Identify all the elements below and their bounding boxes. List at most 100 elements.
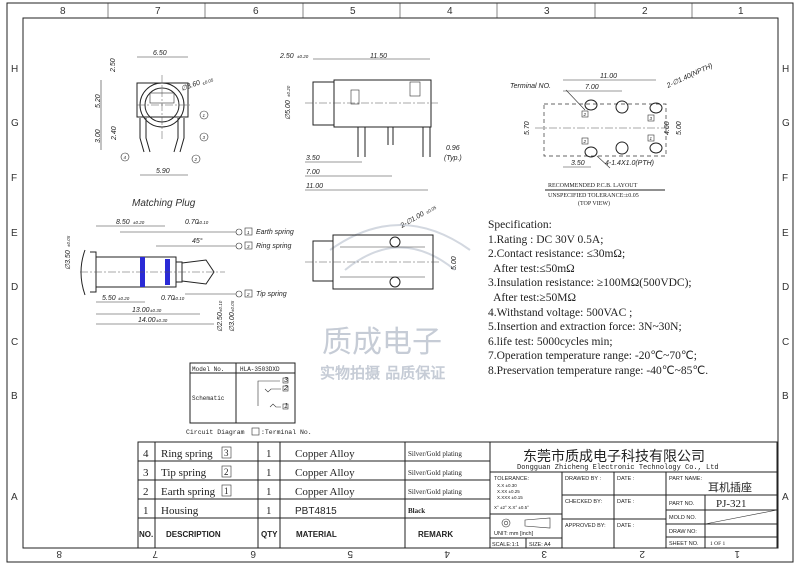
bom-row: 2 Earth spring 1 1 Copper Alloy Silver/G… [143,484,462,498]
dim-tol: ±0.10 [173,296,185,301]
plug-title: Matching Plug [132,198,196,209]
bom-remark: Black [408,507,425,515]
dim: 14.00 [138,317,156,324]
ruler-label: 1 [734,548,740,559]
terminal-no: 1 [650,136,653,141]
side-view: 2.50 ±0.20 11.50 ∅5.00 ±0.20 3.50 7.00 1… [279,53,462,191]
pcb-layout: 2 3 2 1 Terminal NO. 11.00 7.00 2-∅1.40(… [510,62,714,207]
ruler-bottom: 1 2 3 4 5 6 7 8 [56,548,740,559]
ruler-label: A [782,492,789,503]
dim: 5.50 [102,295,116,302]
dim: 13.00 [132,307,150,314]
checked-by-label: CHECKED BY: [565,499,602,505]
ruler-left: H G F E D C B A [11,64,19,503]
bottom-view: 2-∅1.00 ±0.05 5.00 [305,205,458,290]
dim: 2.40 [111,126,118,141]
dim: 11.00 [306,183,323,190]
ruler-label: 8 [56,548,62,559]
dim: 7.00 [306,169,320,176]
ruler-label: F [11,173,17,184]
ruler-label: 4 [444,548,450,559]
spec-line: 5.Insertion and extraction force: 3N~30N… [488,321,682,334]
terminal-no: 3 [284,377,288,384]
ruler-label: 1 [738,6,744,17]
ruler-label: 7 [152,548,158,559]
dim: ∅3.00 [229,312,236,332]
bom-row: 4 Ring spring 3 1 Copper Alloy Silver/Go… [143,446,462,460]
ruler-label: H [782,64,789,75]
ruler-label: E [11,228,18,239]
dim-tol: ±0.20 [286,85,291,97]
part-name-label: PART NAME: [669,476,702,482]
dim: 2.50 [110,58,117,73]
part-name: 耳机插座 [708,480,752,494]
balloon: 2 [194,157,198,162]
spec-line: 4.Withstand voltage: 500VAC ; [488,306,633,319]
dim: 3.00 [95,129,102,143]
schematic-symbol [257,380,281,408]
scale: SCALE:1:1 [492,542,519,548]
dim: ∅3.50 [65,250,72,270]
terminal-no: 2 [583,139,587,144]
tolerance: X.XXX ±0.15 [497,495,523,500]
dim: 5.00 [451,256,458,270]
ruler-label: C [782,337,789,348]
spec-title: Specification: [488,219,552,231]
spec-line: After test:≤50mΩ [488,262,575,275]
ruler-label: 7 [155,6,161,17]
ruler-label: 6 [253,6,259,17]
header-description: DESCRIPTION [166,530,221,539]
dim-tol: ±0.20 [118,296,130,301]
approved-by-label: APPROVED BY: [565,523,606,529]
dim-tol: ±0.05 [202,77,215,86]
dim-tol: ±0.20 [297,54,309,59]
bom-qty: 1 [266,448,272,460]
terminal-no: 3 [650,116,653,121]
ruler-label: B [11,391,18,402]
dim: (Typ.) [444,155,462,162]
bom-header: NO. DESCRIPTION QTY MATERIAL REMARK [139,530,453,539]
tolerance-symbols [501,517,551,529]
dim: 4-1.4X1.0(PTH) [605,160,654,167]
bom-qty: 1 [266,505,272,517]
part-no-label: PART NO. [669,501,695,507]
bom-qty: 1 [266,486,272,498]
dim: 5.00 [676,121,683,135]
bom-desc: Tip spring [161,467,207,479]
ruler-label: B [782,391,789,402]
front-view: 6.50 2.50 ∅3.60 ±0.05 5.20 3.00 2.40 5.9… [95,50,215,176]
bom-qty: 1 [266,467,272,479]
watermark: 质成电子 实物拍摄 品质保证 [320,224,471,382]
ruler-label: 5 [347,548,353,559]
bom-desc: Housing [161,505,199,517]
dim: 8.50 [116,219,130,226]
sheet-no-label: SHEET NO. [669,541,699,547]
spec-line: 6.life test: 5000cycles min; [488,335,613,348]
ruler-top: 8 7 6 5 4 3 2 1 [60,3,744,18]
bom-row: 3 Tip spring 2 1 Copper Alloy Silver/Gol… [143,465,462,479]
terminal-no: 3 [247,244,250,249]
header-material: MATERIAL [296,530,337,539]
header-no: NO. [139,530,153,539]
bom-no: 3 [143,467,149,479]
unit: UNIT: mm [inch] [494,531,534,537]
pcb-tolerance: UNSPECIFIED TOLERANCE:±0.05 [548,193,639,199]
dim: 2.50 [279,53,294,60]
terminal-label: Terminal NO. [510,83,551,90]
terminal-no: 2 [583,112,587,117]
company-name-cn: 东莞市质成电子科技有限公司 [523,448,705,465]
balloon: 3 [203,135,206,140]
date-label: DATE : [617,499,635,505]
tolerance-title: TOLERANCE: [494,476,530,482]
dim: 4.60 [664,121,671,135]
sheet-size: SIZE: A4 [529,542,551,548]
bom-row: 1 Housing 1 PBT4815 Black [143,505,425,517]
dim: ∅5.00 [285,100,292,120]
date-label: DATE : [617,476,635,482]
bom-remark: Silver/Gold plating [408,469,462,477]
dim: 0.70 [161,295,175,302]
ruler-label: E [782,228,789,239]
watermark-title: 质成电子 [322,325,442,360]
specification: Specification:1.Rating : DC 30V 0.5A;2.C… [488,218,708,379]
